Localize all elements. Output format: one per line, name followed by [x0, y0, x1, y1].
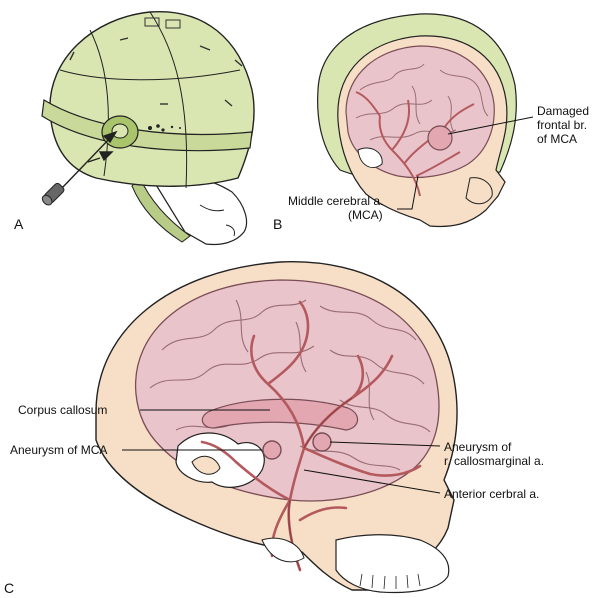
label-damaged-line1: Damaged	[537, 104, 590, 118]
bullet	[41, 182, 65, 206]
label-damaged-line2: frontal br.	[537, 118, 588, 132]
projectile-trajectory	[61, 130, 118, 189]
panel-b-illustration	[317, 13, 534, 228]
corpus-callosum	[201, 398, 359, 431]
helmet-band	[41, 99, 253, 152]
panel-a-helmet-illustration	[41, 11, 255, 246]
label-mca-line1: Middle cerebral a.	[288, 194, 384, 208]
panel-letter-c: C	[4, 580, 15, 596]
aneurysm-callosomarginal-marker	[312, 432, 332, 452]
chin-strap	[131, 177, 191, 243]
aneurysm-mca-marker	[262, 440, 282, 460]
label-aneurysm-callosomarginal-line1: Aneurysm of	[444, 440, 512, 454]
damaged-branch-marker	[427, 125, 453, 151]
label-anterior-cerebral: Anterior cerbral a.	[444, 487, 540, 501]
label-mca-line2: (MCA)	[348, 208, 383, 222]
helmet-shell	[49, 11, 255, 187]
mandible	[335, 534, 450, 594]
label-aneurysm-mca: Aneurysm of MCA	[10, 443, 108, 457]
panel-letter-b: B	[273, 216, 283, 232]
label-corpus-callosum: Corpus callosum	[18, 403, 108, 417]
label-damaged-line3: of MCA	[537, 132, 578, 146]
panel-letter-a: A	[14, 216, 24, 232]
panel-c-illustration	[95, 261, 458, 594]
label-aneurysm-callosomarginal-line2: r. callosmarginal a.	[444, 454, 545, 468]
orbit-region	[175, 432, 265, 488]
